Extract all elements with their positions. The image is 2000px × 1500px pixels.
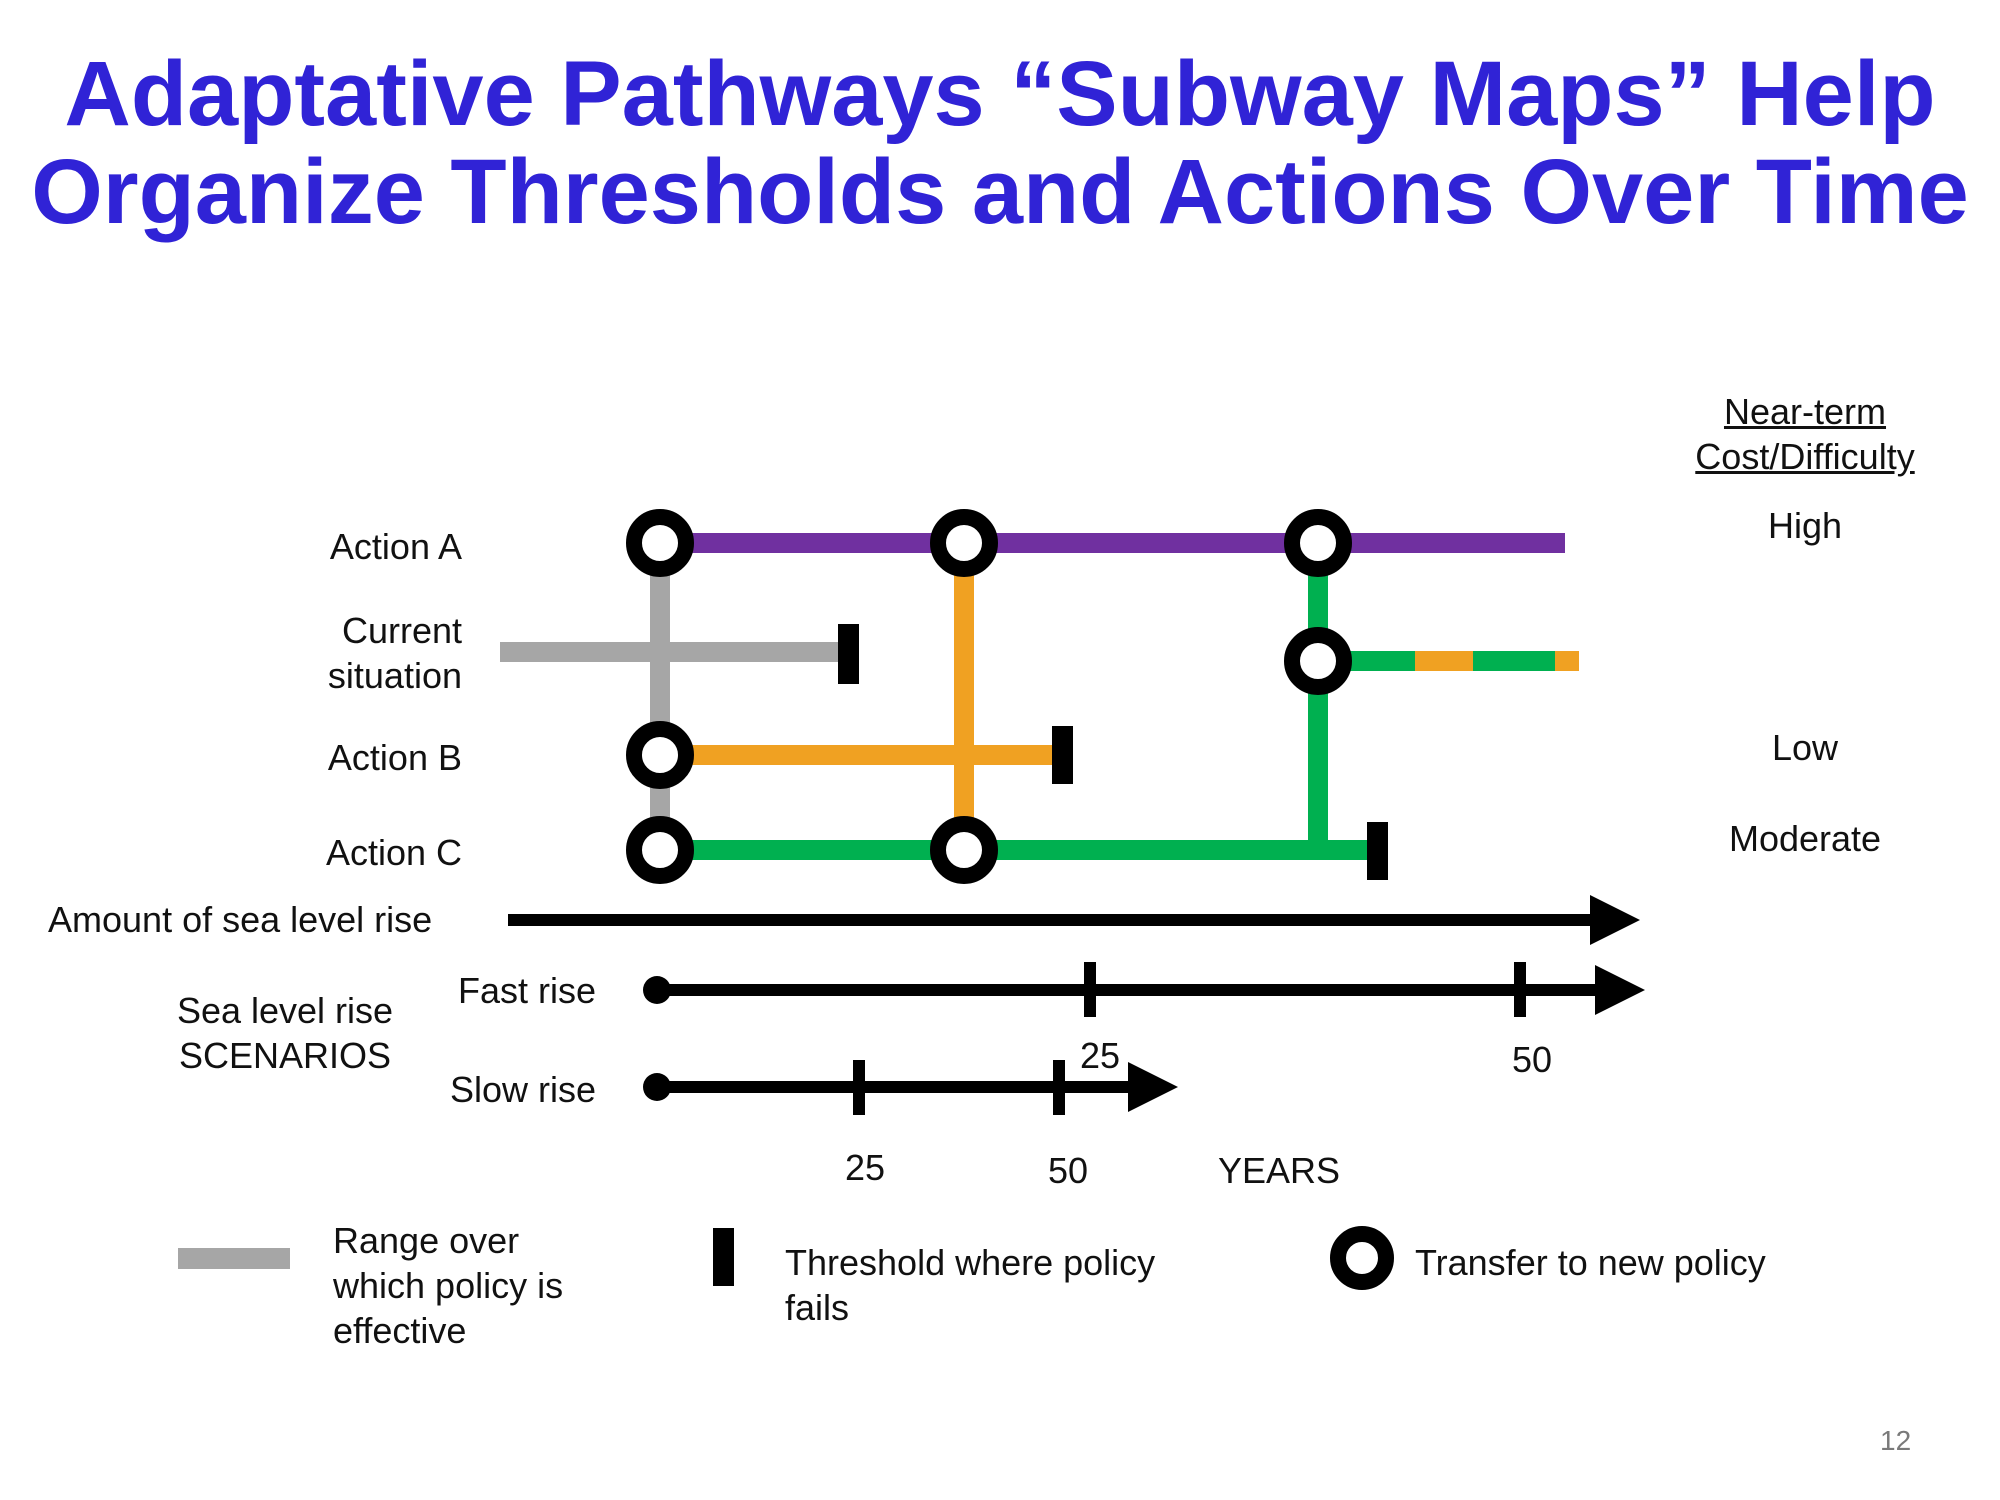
transfer-station: [930, 509, 998, 577]
row-label-current-line1: Current: [341, 610, 462, 651]
fast-rise-tick-25: [1084, 962, 1096, 1017]
slide-title-line1: Adaptative Pathways “Subway Maps” Help: [64, 43, 1936, 145]
slow-rise-tick-25: [853, 1060, 865, 1115]
cost-action-c: Moderate: [1728, 818, 1882, 859]
cost-header-line2: Cost/Difficulty: [1695, 436, 1915, 477]
transfer-station: [626, 721, 694, 789]
sea-level-axis-label: Amount of sea level rise: [48, 899, 433, 940]
fast-rise-arrowhead: [1595, 965, 1645, 1015]
slow-rise-label: Slow rise: [450, 1069, 597, 1110]
fast-rise-tick-50: [1514, 962, 1526, 1017]
legend-transfer-text: Transfer to new policy: [1415, 1242, 1766, 1283]
transfer-station: [626, 816, 694, 884]
threshold-marker-current: [838, 624, 859, 684]
cost-action-b: Low: [1771, 727, 1839, 768]
slow-rise-tick-label-25: 25: [845, 1147, 886, 1188]
transfer-station: [1284, 509, 1352, 577]
sea-level-axis-arrowhead: [1590, 895, 1640, 945]
cost-header-line1: Near-term: [1723, 391, 1887, 432]
threshold-marker-action-c: [1367, 822, 1388, 880]
transfer-station: [930, 816, 998, 884]
cost-action-a: High: [1767, 505, 1843, 546]
legend-range-text-line2: which policy is: [333, 1265, 564, 1306]
transfer-station: [1284, 627, 1352, 695]
row-label-action-a: Action A: [329, 526, 462, 567]
row-label-current-line2: situation: [327, 655, 462, 696]
fast-rise-tick-label-25: 25: [1080, 1035, 1121, 1076]
row-label-action-c: Action C: [325, 832, 462, 873]
threshold-marker-action-b: [1052, 726, 1073, 784]
slide-title-line2: Organize Thresholds and Actions Over Tim…: [31, 141, 1969, 243]
slow-rise-tick-label-50: 50: [1048, 1150, 1089, 1191]
legend-threshold-text-line2: fails: [785, 1287, 850, 1328]
legend-transfer-station: [1330, 1226, 1394, 1290]
row-label-action-b: Action B: [327, 737, 462, 778]
slow-rise-arrowhead: [1128, 1062, 1178, 1112]
scenarios-label-line2: SCENARIOS: [178, 1035, 392, 1076]
scenarios-label-line1: Sea level rise: [176, 990, 394, 1031]
legend-range-text-line1: Range over: [333, 1220, 520, 1261]
legend-range-text-line3: effective: [333, 1310, 467, 1351]
fast-rise-label: Fast rise: [458, 970, 597, 1011]
transfer-station: [626, 509, 694, 577]
page-number: 12: [1880, 1425, 1912, 1456]
legend-range-swatch: [178, 1248, 290, 1269]
legend-threshold-text-line1: Threshold where policy: [785, 1242, 1156, 1283]
legend-threshold-marker: [713, 1228, 734, 1286]
slow-rise-tick-50: [1053, 1060, 1065, 1115]
years-label: YEARS: [1218, 1150, 1341, 1191]
fast-rise-tick-label-50: 50: [1512, 1039, 1553, 1080]
